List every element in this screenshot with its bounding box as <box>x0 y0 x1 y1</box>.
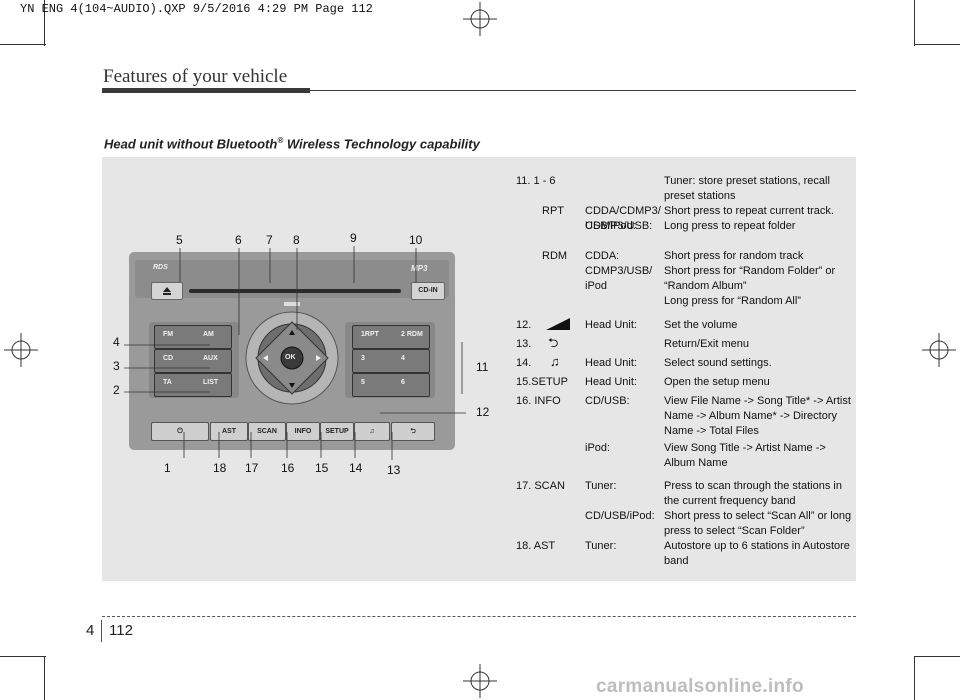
scan-button[interactable]: SCAN <box>248 422 286 441</box>
print-header: YN ENG 4(104~AUDIO).QXP 9/5/2016 4:29 PM… <box>20 2 373 16</box>
power-icon: ⏻ <box>177 428 183 435</box>
sub-heading: Head unit without Bluetooth® Wireless Te… <box>104 136 480 151</box>
list-item: 13.⮌Return/Exit menu <box>516 335 749 350</box>
chapter-number: 4 <box>86 622 95 639</box>
callout-17: 17 <box>245 461 259 475</box>
crop-mark <box>914 0 915 46</box>
return-icon: ⮌ <box>548 335 559 350</box>
registered-mark: ® <box>277 136 284 145</box>
footer-rule <box>102 616 856 617</box>
power-button[interactable]: ⏻ <box>151 422 209 441</box>
callout-15: 15 <box>315 461 329 475</box>
callout-2: 2 <box>113 383 120 397</box>
crop-mark <box>44 656 45 700</box>
section-title: Features of your vehicle <box>103 66 288 87</box>
setup-button[interactable]: SETUP <box>320 422 354 441</box>
callout-18: 18 <box>213 461 227 475</box>
info-button[interactable]: INFO <box>286 422 320 441</box>
callout-4: 4 <box>113 335 120 349</box>
callout-10: 10 <box>409 233 423 247</box>
music-note-icon: ♫ <box>369 428 375 435</box>
cd-in-indicator: CD-IN <box>411 282 445 300</box>
list-item: CD/USB/iPod:Short press to select “Scan … <box>585 510 852 537</box>
watermark: carmanualsonline.info <box>596 676 804 697</box>
down-arrow-icon <box>289 383 295 388</box>
cd-slot-bezel: RDS MP3 CD-IN <box>135 260 449 300</box>
eject-button[interactable] <box>151 282 183 300</box>
crop-mark <box>914 44 960 45</box>
registration-mark-icon <box>922 333 956 367</box>
cd-slot <box>189 289 401 293</box>
ok-button[interactable]: OK <box>285 354 296 361</box>
callout-1: 1 <box>164 461 171 475</box>
title-rule <box>310 90 856 91</box>
page-number: 112 <box>109 622 133 639</box>
sub-heading-main: Head unit without Bluetooth <box>104 136 278 152</box>
list-item: iPod:View Song Title -> Artist Name -> A… <box>585 442 826 469</box>
callout-6: 6 <box>235 233 242 247</box>
list-item: Long press for “Random All” <box>664 295 801 307</box>
callout-16: 16 <box>281 461 295 475</box>
up-arrow-icon <box>289 330 295 335</box>
list-item: CDMP3/USB:Long press to repeat folder <box>585 220 796 232</box>
registration-mark-icon <box>463 664 497 698</box>
right-arrow-icon <box>316 355 321 361</box>
callout-14: 14 <box>349 461 363 475</box>
registration-mark-icon <box>463 2 497 36</box>
footer-divider <box>101 620 102 642</box>
sub-heading-tail: Wireless Technology capability <box>283 136 480 152</box>
return-icon: ⮌ <box>410 428 416 435</box>
crop-mark <box>0 656 46 657</box>
callout-12: 12 <box>476 405 490 419</box>
callout-9: 9 <box>350 231 357 245</box>
callout-8: 8 <box>293 233 300 247</box>
crop-mark <box>0 44 46 45</box>
registration-mark-icon <box>4 333 38 367</box>
callout-11: 11 <box>476 360 489 374</box>
navigation-knob[interactable] <box>245 302 339 406</box>
left-arrow-icon <box>263 355 268 361</box>
back-button[interactable]: ⮌ <box>391 422 435 441</box>
callout-7: 7 <box>266 233 273 247</box>
list-item: 12.Head Unit:Set the volume <box>516 318 738 331</box>
callout-5: 5 <box>176 233 183 247</box>
callout-13: 13 <box>387 463 401 477</box>
title-rule <box>102 88 310 93</box>
crop-mark <box>914 656 915 700</box>
rds-logo: RDS <box>153 264 168 271</box>
crop-mark <box>914 656 960 657</box>
eject-icon <box>163 287 171 295</box>
crop-mark <box>44 0 45 46</box>
callout-3: 3 <box>113 359 120 373</box>
volume-icon <box>546 318 570 330</box>
ast-button[interactable]: AST <box>210 422 248 441</box>
mp3-logo: MP3 <box>411 264 428 273</box>
list-item: 14.♫Head Unit:Select sound settings. <box>516 354 772 369</box>
music-note-icon: ♫ <box>550 354 560 369</box>
sound-button[interactable]: ♫ <box>354 422 390 441</box>
